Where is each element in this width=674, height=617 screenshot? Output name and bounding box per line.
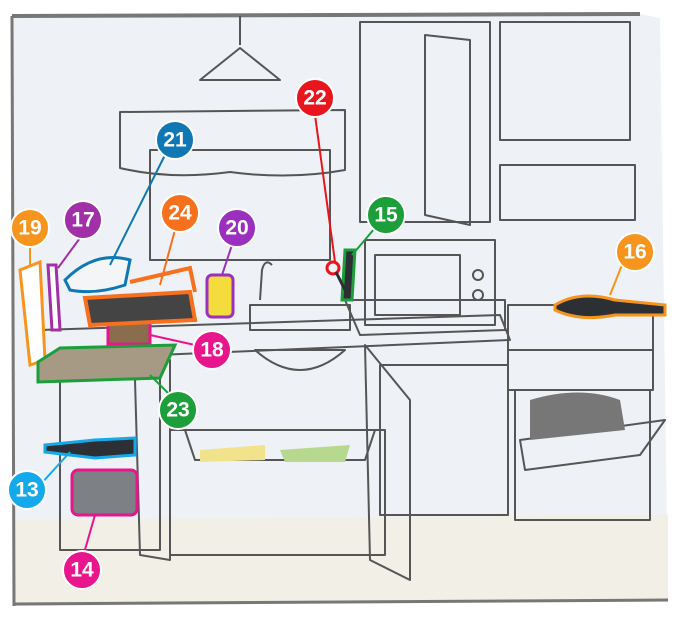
leader-lines: [29, 114, 623, 561]
ceiling-lamp: [199, 16, 281, 81]
frying-pan: [553, 294, 667, 320]
upper-cabinets: [359, 21, 636, 226]
marker-15: 15: [366, 195, 406, 235]
dishwasher: [379, 364, 509, 516]
dish-brush: [46, 263, 62, 332]
marker-23: 23: [158, 390, 198, 430]
marker-13: 13: [7, 470, 47, 510]
marker-label: 24: [168, 202, 192, 225]
marker-label: 21: [163, 129, 187, 152]
marker-label: 17: [71, 209, 94, 232]
pot: [70, 468, 139, 517]
marker-24: 24: [160, 193, 200, 233]
knife: [340, 248, 357, 302]
marker-22: 22: [295, 78, 335, 118]
dish-rack: [82, 265, 198, 328]
window: [119, 109, 346, 261]
marker-14: 14: [62, 550, 102, 590]
marker-17: 17: [63, 200, 103, 240]
microwave: [364, 239, 496, 326]
marker-label: 19: [18, 217, 41, 240]
marker-label: 20: [225, 217, 248, 240]
scissors: [325, 260, 347, 291]
cutting-board: [36, 343, 178, 384]
marker-label: 13: [15, 479, 38, 502]
marker-label: 22: [303, 87, 326, 110]
curtain: [119, 109, 346, 177]
dish-soap: [205, 273, 235, 319]
marker-18: 18: [192, 330, 232, 370]
range-hood: [499, 164, 636, 221]
cabinet-door: [364, 344, 411, 581]
saucepan: [43, 436, 137, 460]
marker-21: 21: [155, 120, 195, 160]
marker-16: 16: [615, 232, 655, 272]
floor: [14, 515, 668, 606]
marker-label: 14: [70, 559, 94, 582]
marker-20: 20: [217, 208, 257, 248]
marker-19: 19: [10, 208, 50, 248]
sink: [249, 304, 351, 331]
colander: [63, 256, 132, 294]
marker-label: 23: [166, 399, 189, 422]
wall: [12, 14, 668, 606]
marker-label: 16: [623, 241, 646, 264]
marker-label: 18: [200, 339, 224, 362]
marker-label: 15: [374, 204, 398, 227]
